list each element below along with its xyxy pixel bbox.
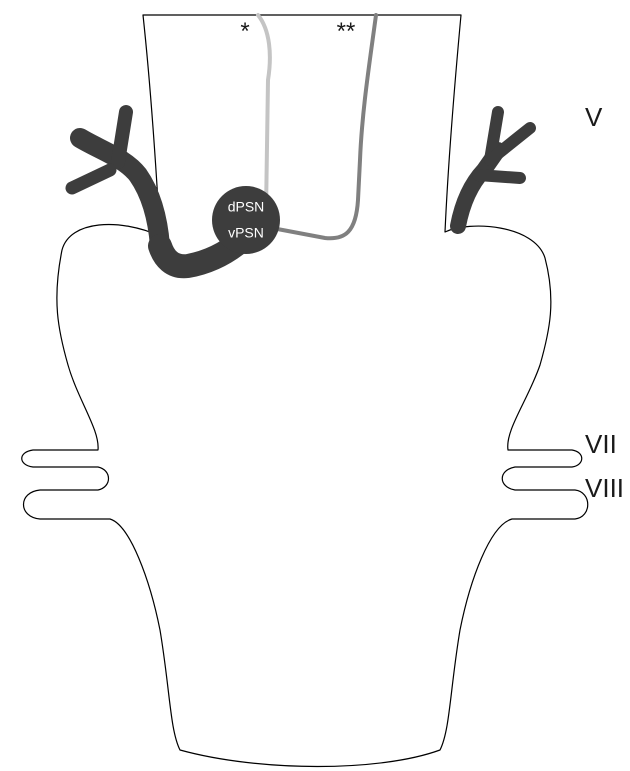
single-asterisk-label: *: [240, 18, 249, 45]
principal-sensory-nucleus: [212, 186, 280, 254]
nerve-vii-label: VII: [585, 429, 617, 459]
right-trigeminal-nerve: [458, 112, 530, 226]
vpsn-label: vPSN: [228, 225, 264, 241]
nerve-v-label: V: [585, 102, 603, 132]
double-asterisk-label: **: [337, 18, 356, 45]
nerve-viii-label: VIII: [585, 473, 624, 503]
dpsn-label: dPSN: [228, 199, 265, 215]
brain-outline: [22, 15, 588, 767]
